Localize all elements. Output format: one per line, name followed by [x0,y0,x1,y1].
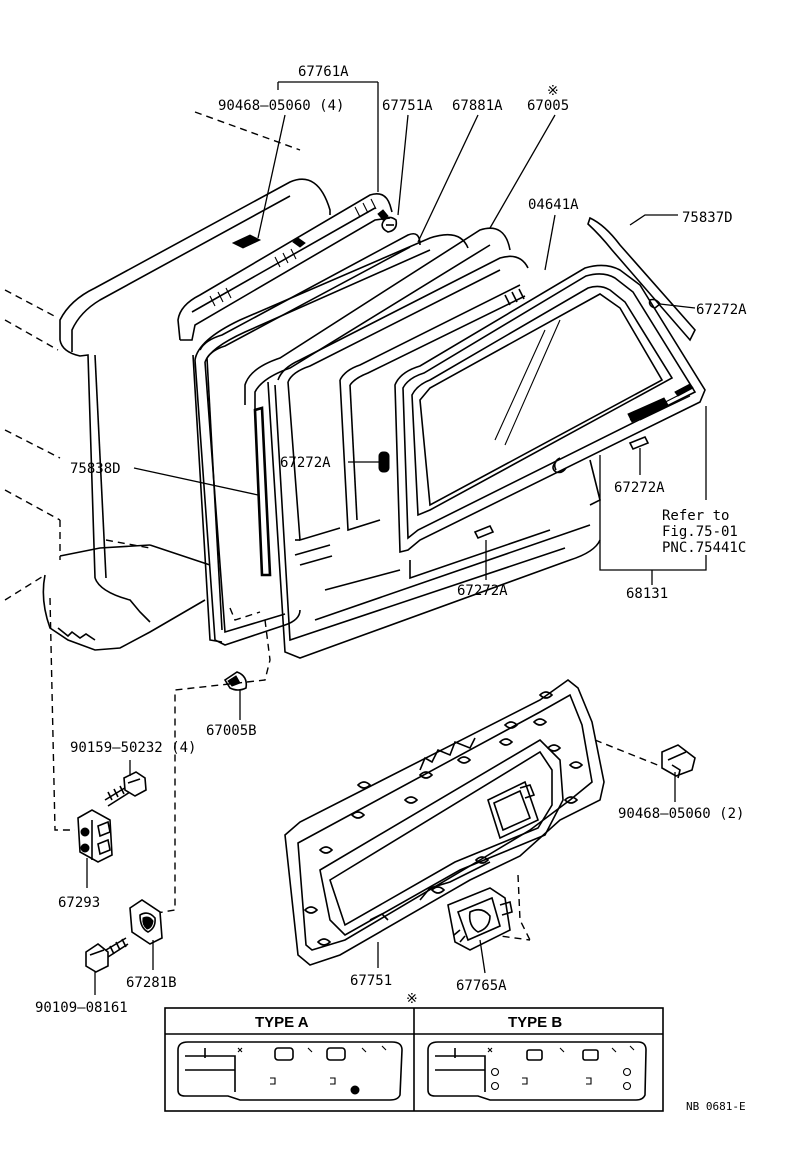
back-door-inner-frame [244,227,601,659]
label-67751: 67751 [350,973,392,989]
nut-plate-67281B [129,899,163,945]
hinge-dashed-guides [49,597,671,941]
type-variant-box: TYPE A TYPE B [164,1007,664,1112]
bolt-90159-50232 [104,771,147,807]
label-67272A-b: 67272A [280,455,331,471]
bracket-68131 [599,406,707,571]
leader-lines [86,81,696,995]
rear-spoiler-67761A [177,192,393,341]
callout-labels: 67761A 90468–05060 (4) 67751A 67881A 670… [35,64,747,1016]
type-a-label: TYPE A [255,1014,309,1031]
reference-note-line3: PNC.75441C [662,540,746,556]
hinge-67293 [77,809,113,863]
label-67281B: 67281B [126,975,177,991]
label-90109-08161: 90109–08161 [35,1000,128,1016]
clip-90468-05060 [661,744,696,779]
reference-note-line1: Refer to [662,508,729,524]
label-67765A: 67765A [456,978,507,994]
trim-clips [303,691,584,946]
label-90159-50232-4: 90159–50232 (4) [70,740,196,756]
label-67005B: 67005B [206,723,257,739]
label-67751A: 67751A [382,98,433,114]
label-67293: 67293 [58,895,100,911]
footer-code: NB 0681-E [686,1100,746,1113]
type-b-label: TYPE B [508,1014,562,1031]
asterisk-mark-bottom: ※ [406,991,418,1007]
weatherstrip-67881A [192,232,421,643]
label-67761A: 67761A [298,64,349,80]
vehicle-body-outline [4,111,331,651]
bolt-90109-08161 [85,937,129,973]
label-75838D: 75838D [70,461,121,477]
label-90468-05060-2: 90468–05060 (2) [618,806,744,822]
label-67881A: 67881A [452,98,503,114]
clip-67272A-right [628,435,650,451]
label-68131: 68131 [626,586,668,602]
asterisk-mark-top: ※ [547,83,559,99]
service-cover-67765A [447,887,513,951]
label-67272A-c: 67272A [614,480,665,496]
trim-board-67751 [284,678,605,966]
back-door-glass [394,264,706,554]
reference-note-line2: Fig.75-01 [662,524,738,540]
label-90468-05060-4: 90468–05060 (4) [218,98,344,114]
label-67005: 67005 [527,98,569,114]
side-moulding-75837D [587,216,696,342]
clip-67272A-left [378,451,390,473]
label-67272A-a: 67272A [696,302,747,318]
label-67272A-d: 67272A [457,583,508,599]
back-door-panel [194,233,469,646]
plug-67005B [223,671,248,691]
type-b-trim-illustration [427,1041,647,1101]
type-a-trim-illustration [177,1041,403,1101]
label-04641A: 04641A [528,197,579,213]
clip-67272A-bottom [473,524,495,540]
clip-67751A [381,216,398,233]
label-75837D: 75837D [682,210,733,226]
